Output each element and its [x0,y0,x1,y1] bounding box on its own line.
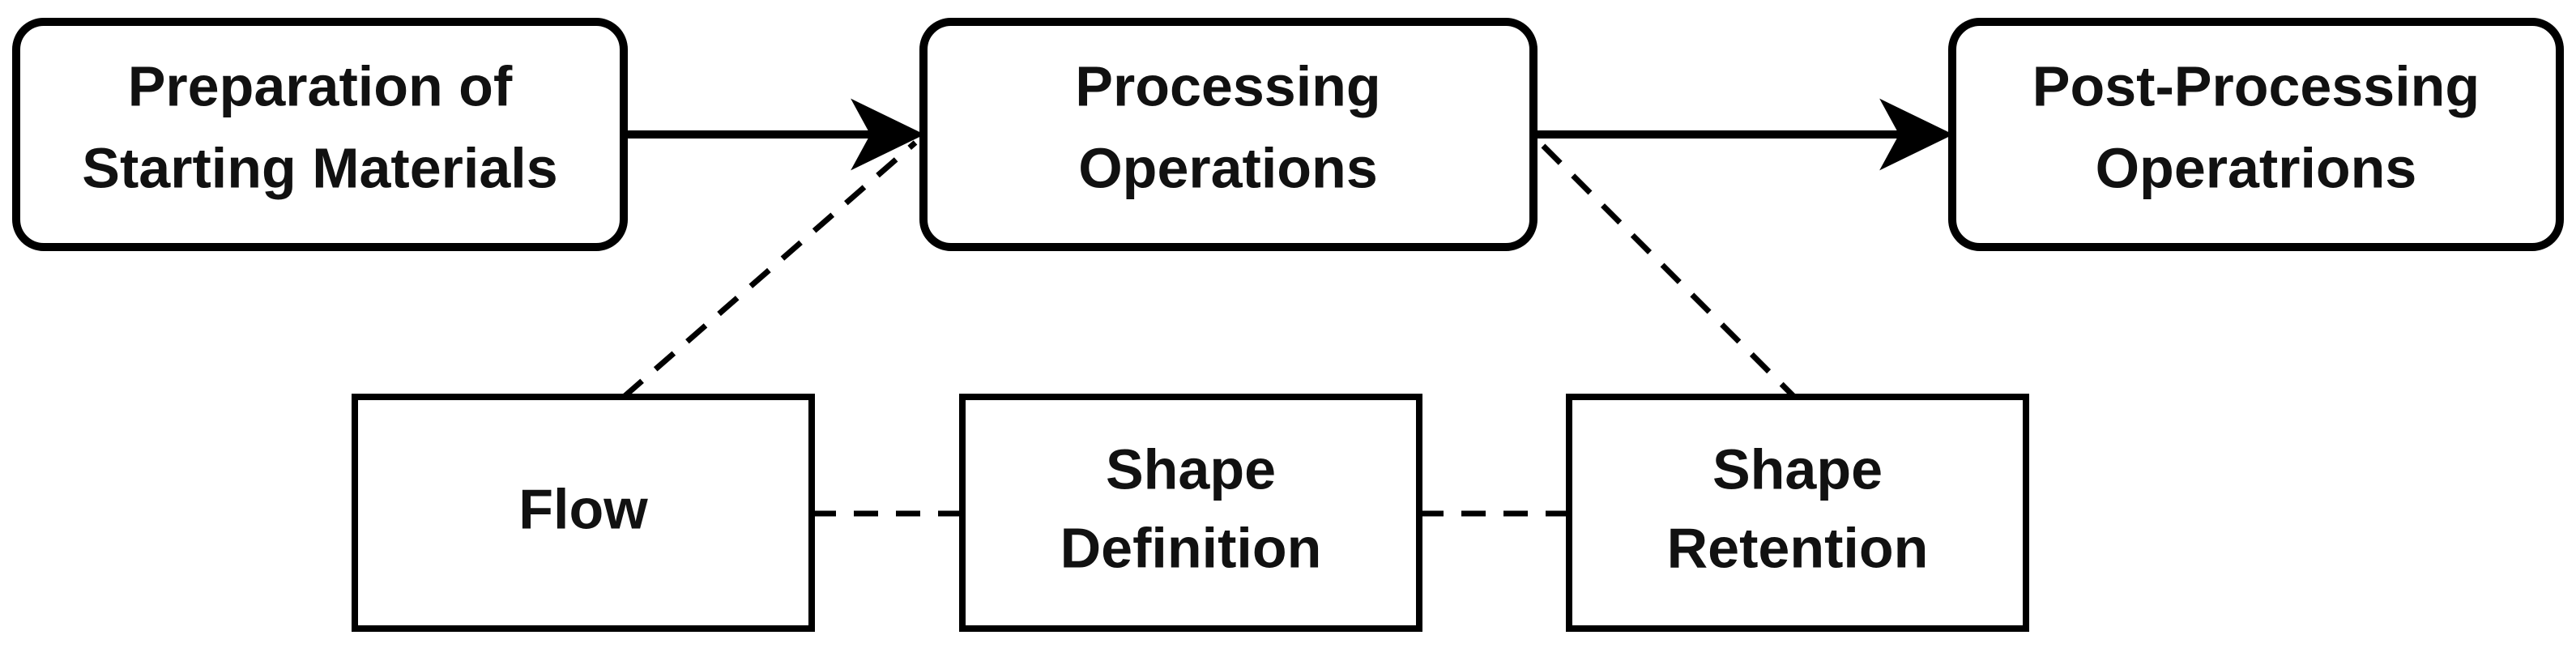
node-processing-box [919,18,1537,251]
node-shape-definition: Shape Definition [959,394,1422,632]
node-shape-definition-line-1: Shape [1106,437,1276,501]
node-shape-retention: Shape Retention [1566,394,2029,632]
arrowhead-processing-to-postprocessing [1879,98,1954,171]
node-shape-retention-box [1566,394,2029,632]
node-preparation-line-2: Starting Materials [82,136,557,199]
solid-arrows [624,98,1954,171]
dashed-processing-to-shape-retention [1541,143,1797,399]
node-shape-retention-line-1: Shape [1712,437,1883,501]
node-processing-line-2: Operations [1078,136,1378,199]
node-processing-line-1: Processing [1075,54,1380,117]
node-flow-label: Flow [518,477,648,540]
node-preparation-line-1: Preparation of [128,54,513,117]
node-post-processing-line-2: Operatrions [2096,136,2417,199]
arrowhead-preparation-to-processing [851,98,925,171]
node-flow-box [352,394,815,632]
node-processing: Processing Operations [919,18,1537,251]
node-shape-retention-line-2: Retention [1667,516,1929,579]
node-preparation-box [12,18,628,251]
node-shape-definition-box [959,394,1422,632]
node-post-processing-box [1948,18,2564,251]
node-post-processing-line-1: Post-Processing [2032,54,2480,117]
dashed-connectors [621,140,1797,517]
node-preparation: Preparation of Starting Materials [12,18,628,251]
node-flow: Flow [352,394,815,632]
node-shape-definition-line-2: Definition [1060,516,1322,579]
dashed-flow-to-processing [621,140,918,399]
node-post-processing: Post-Processing Operatrions [1948,18,2564,251]
